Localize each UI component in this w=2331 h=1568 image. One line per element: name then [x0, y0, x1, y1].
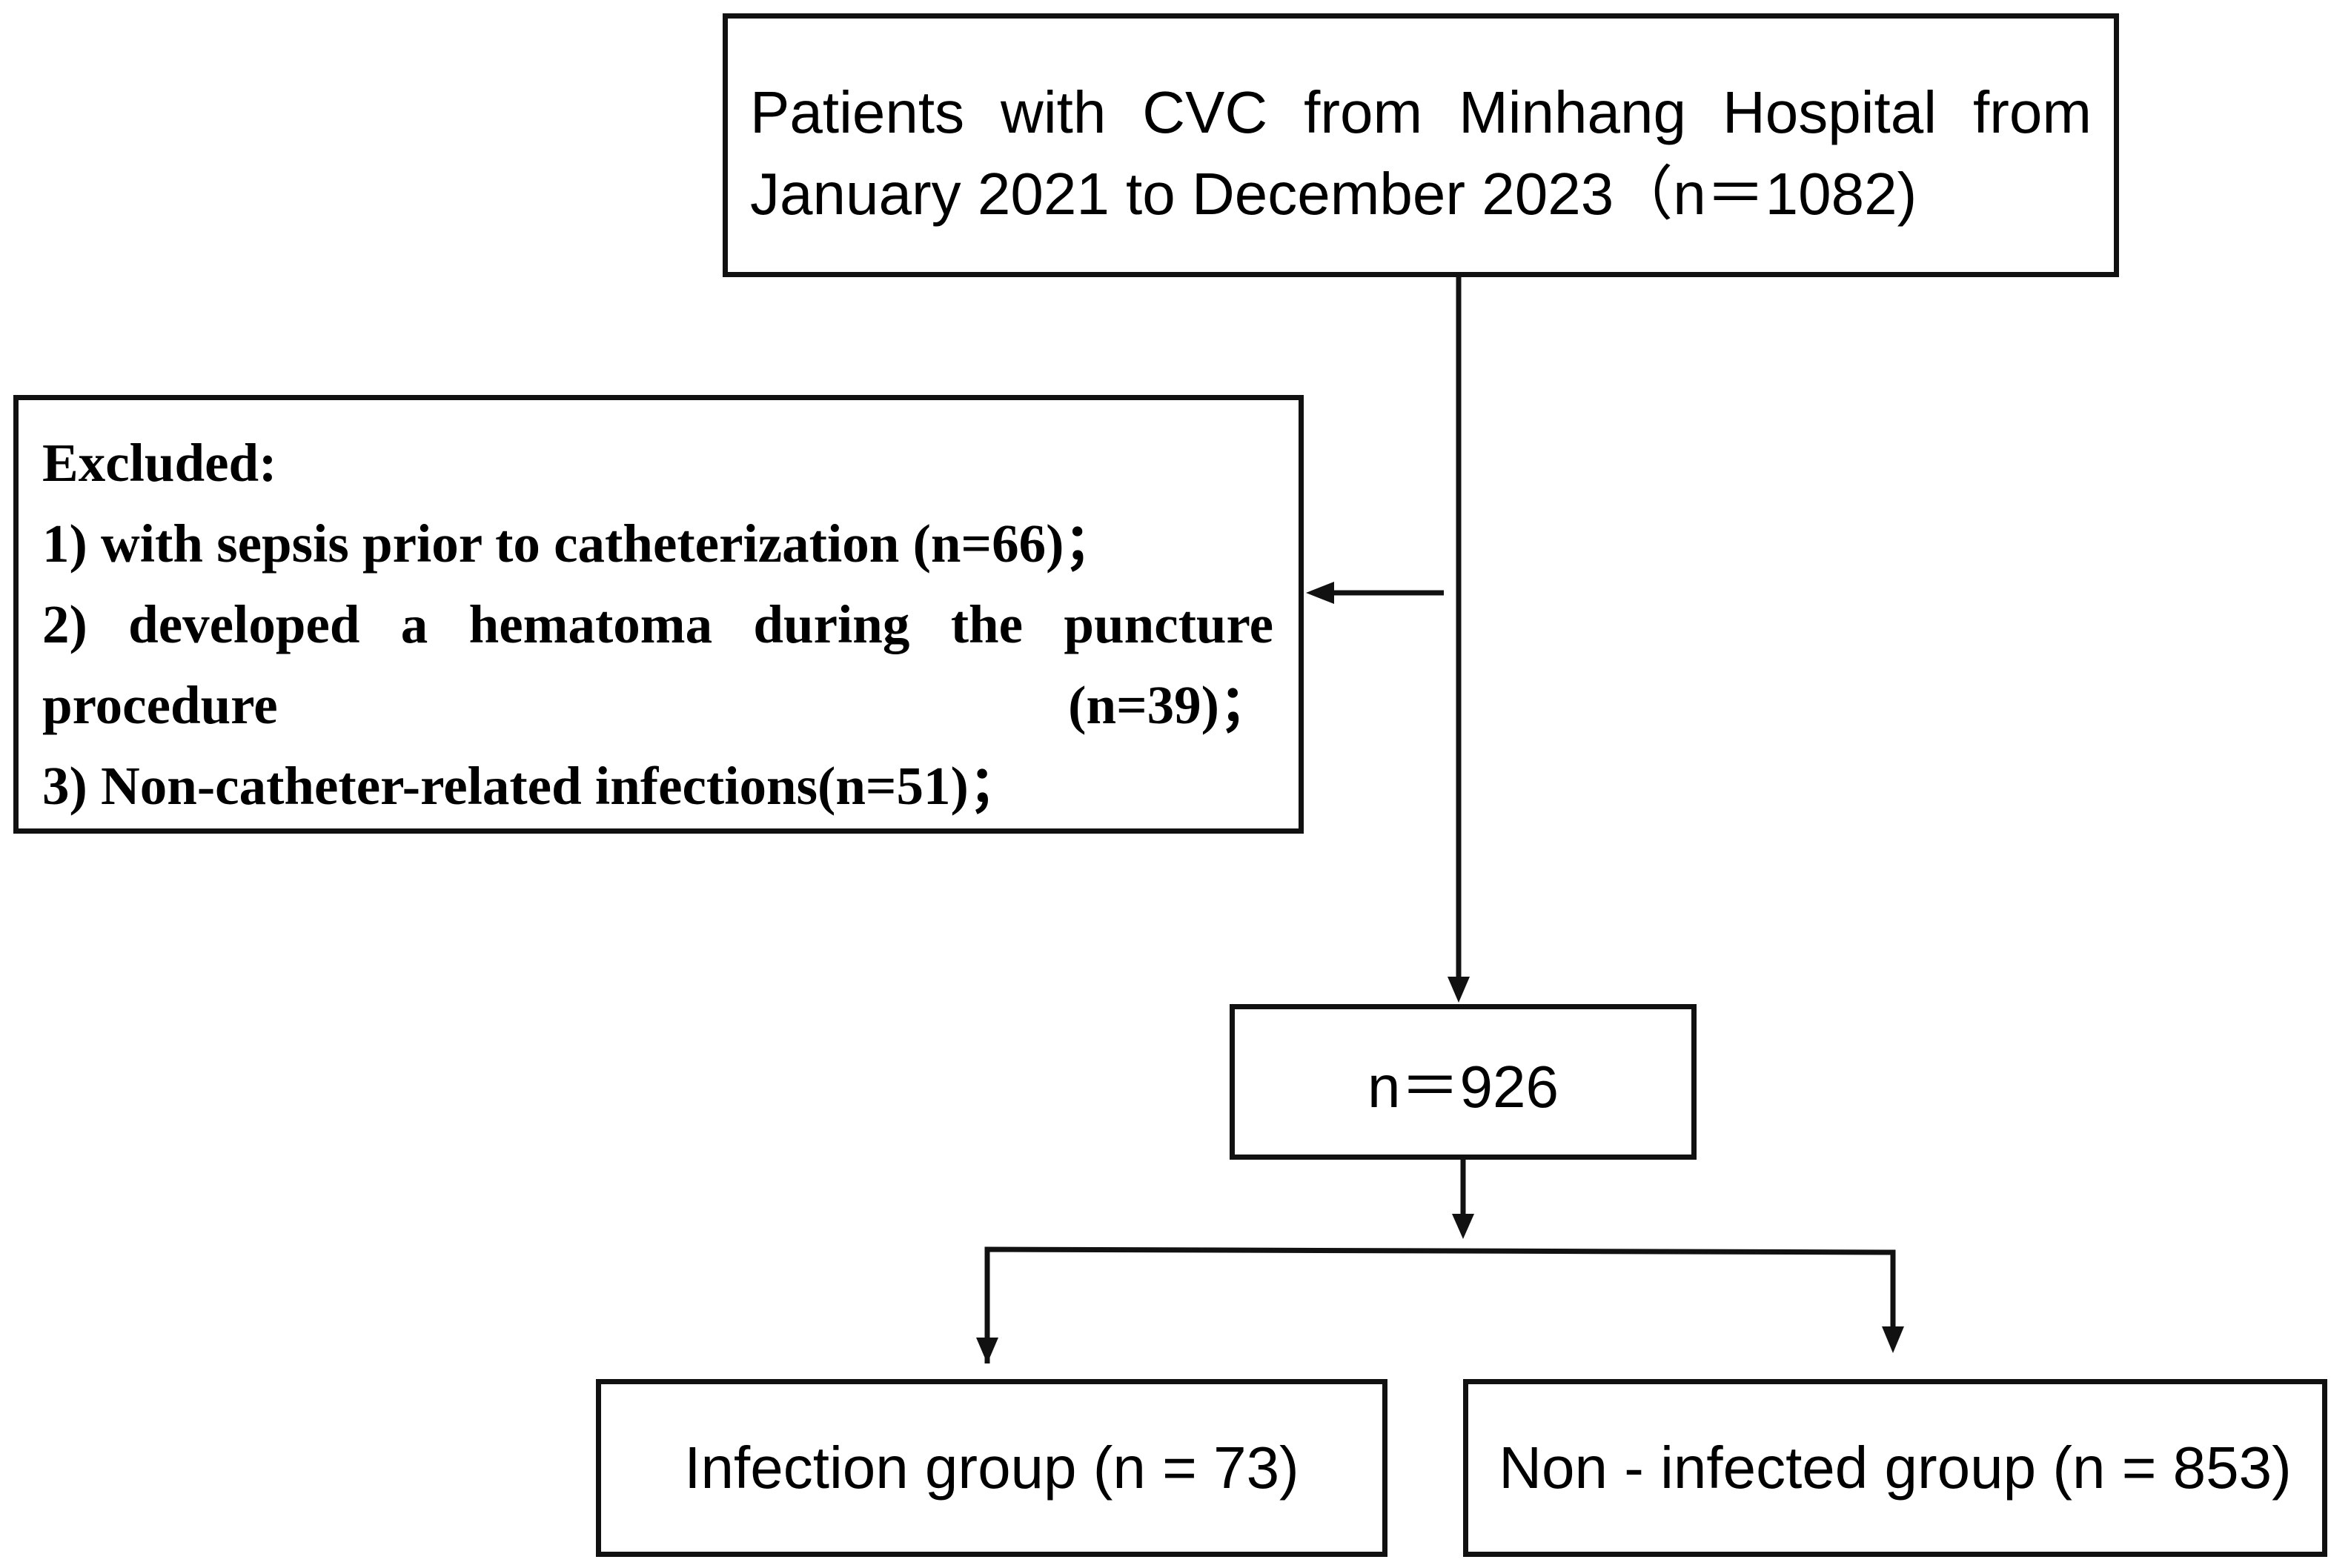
arrowhead-infection — [976, 1338, 998, 1363]
excluded-heading: Excluded: — [42, 433, 277, 493]
excluded-box: Excluded: 1) with sepsis prior to cathet… — [13, 395, 1304, 834]
excluded-item-2: 2) developed a hematoma during the punct… — [42, 594, 1273, 735]
excluded-item-3: 3) Non-catheter-related infections(n=51)… — [42, 756, 1023, 816]
source-line-2: January 2021 to December 2023（n＝1082) — [750, 161, 1917, 227]
excluded-item-1: 1) with sepsis prior to catheterization … — [42, 514, 1118, 574]
arrowhead-eligible-down — [1452, 1214, 1474, 1239]
arrowhead-noninfected — [1882, 1326, 1904, 1353]
source-box: Patients with CVC from Minhang Hospital … — [723, 13, 2119, 277]
noninfected-group-label: Non - infected group (n = 853) — [1499, 1435, 2292, 1501]
eligible-label: n＝926 — [1367, 1054, 1559, 1120]
infection-group-label: Infection group (n = 73) — [684, 1435, 1299, 1501]
edge-split-bar — [984, 1246, 1896, 1363]
arrowhead-eligible — [1448, 977, 1470, 1003]
source-line-1: Patients with CVC from Minhang Hospital … — [750, 79, 2092, 145]
noninfected-group-box: Non - infected group (n = 853) — [1463, 1379, 2327, 1557]
infection-group-box: Infection group (n = 73) — [596, 1379, 1387, 1557]
eligible-box: n＝926 — [1230, 1004, 1697, 1160]
arrowhead-excluded — [1306, 582, 1334, 604]
